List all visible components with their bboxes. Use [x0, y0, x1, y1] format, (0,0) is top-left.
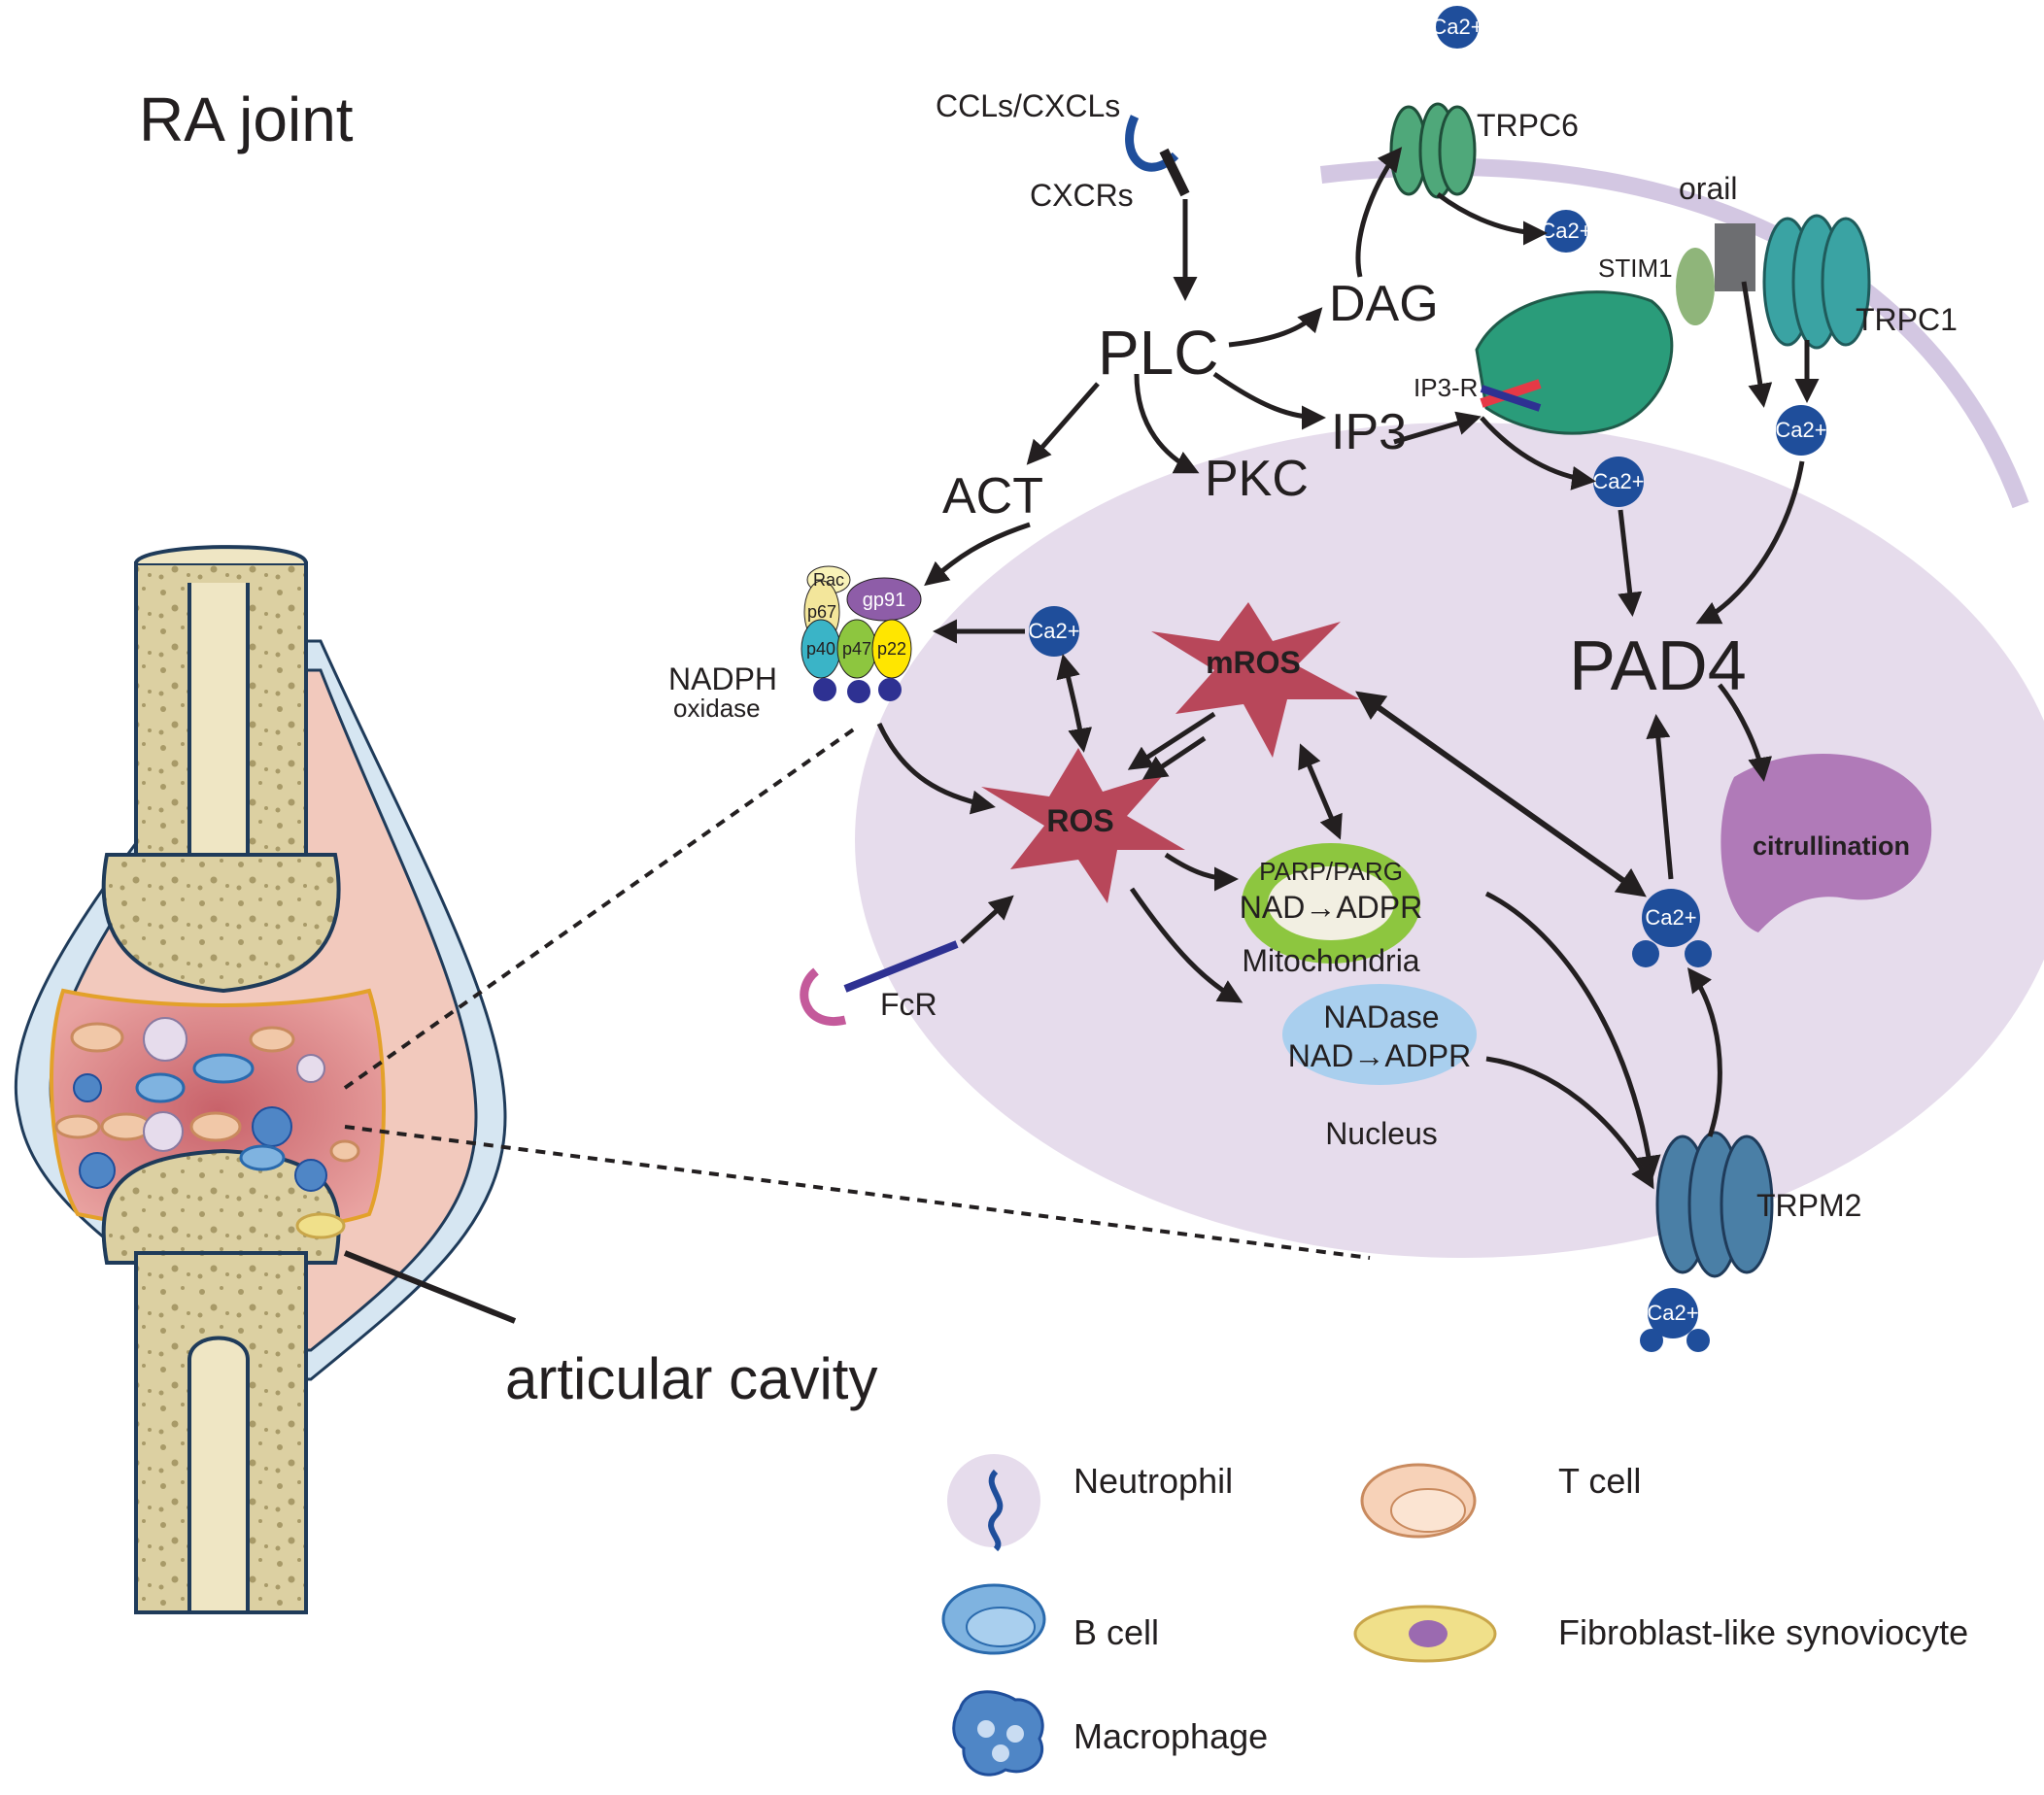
legend-item-t-cell: T cell — [1360, 1461, 1641, 1539]
p67-label: p67 — [807, 602, 836, 622]
stim1-label: STIM1 — [1598, 254, 1673, 283]
trpm2-channel-icon — [1655, 1131, 1774, 1278]
plc-label: PLC — [1098, 318, 1219, 388]
nucleus-icon — [1282, 984, 1477, 1085]
neutrophil-nucleus-icon — [988, 1469, 1004, 1552]
stim1-icon — [1676, 248, 1715, 325]
p22-label: p22 — [877, 639, 906, 659]
gp91-label: gp91 — [863, 590, 906, 611]
rac-label: Rac — [813, 570, 844, 590]
legend: Neutrophil T cell B cell Fibroblast-like… — [941, 1454, 1968, 1777]
pkc-label: PKC — [1205, 451, 1309, 507]
svg-text:Ca2+: Ca2+ — [1592, 469, 1644, 493]
pad4-label: PAD4 — [1569, 627, 1747, 705]
svg-text:Ca2+: Ca2+ — [1431, 15, 1482, 39]
figure-title: RA joint — [139, 85, 354, 154]
nadph-label: NADPH — [668, 661, 777, 696]
nadase-label: NADase — [1323, 999, 1439, 1034]
legend-item-fibroblast: Fibroblast-like synoviocyte — [1353, 1605, 1968, 1663]
ip3r-label: IP3-R — [1414, 373, 1478, 402]
articular-cavity-label: articular cavity — [505, 1346, 877, 1411]
legend-item-b-cell: B cell — [941, 1583, 1159, 1655]
svg-text:Ca2+: Ca2+ — [1645, 905, 1696, 930]
nucleus-nad-adpr-label: NAD→ADPR — [1288, 1038, 1471, 1073]
orai-label: orail — [1679, 171, 1737, 206]
ip3r-icon — [1480, 379, 1542, 408]
legend-label-fibroblast: Fibroblast-like synoviocyte — [1558, 1612, 1968, 1652]
nadph-oxidase-complex-icon — [801, 565, 922, 703]
joint-illustration — [14, 545, 507, 1614]
svg-text:Ca2+: Ca2+ — [1647, 1301, 1698, 1325]
trpc6-channel-icon — [1389, 102, 1477, 199]
cavity-cells — [54, 1017, 360, 1239]
fcr-icon — [800, 967, 847, 1027]
legend-label-neutrophil: Neutrophil — [1073, 1461, 1233, 1501]
ip3-label: IP3 — [1331, 404, 1407, 460]
legend-item-macrophage: Macrophage — [952, 1690, 1268, 1777]
fcr-label: FcR — [880, 987, 937, 1022]
calcium-ions: Ca2+ Ca2+ Ca2+ Ca2+ Ca2+ Ca2+ Ca2+ — [1028, 6, 1827, 1352]
mito-nad-adpr-label: NAD→ADPR — [1240, 890, 1422, 925]
p40-label: p40 — [806, 639, 835, 659]
cxcr-receptor-stalk — [1159, 148, 1190, 197]
nucleus-label: Nucleus — [1325, 1116, 1438, 1151]
mros-label: mROS — [1206, 645, 1301, 680]
ros-icon — [981, 748, 1185, 903]
act-label: ACT — [942, 468, 1043, 525]
fibroblast-nucleus-icon — [1409, 1620, 1448, 1647]
mitochondria-label: Mitochondria — [1242, 943, 1419, 978]
trpc1-channel-icon — [1762, 214, 1871, 350]
ccls-label: CCLs/CXCLs — [936, 88, 1120, 123]
legend-label-b-cell: B cell — [1073, 1612, 1159, 1652]
endoplasmic-reticulum-icon — [1475, 290, 1674, 435]
citrullination-label: citrullination — [1753, 831, 1910, 861]
orai-channel-icon — [1715, 223, 1755, 291]
neutrophil-legend-icon — [947, 1454, 1040, 1547]
zoom-line-bottom — [344, 1125, 1371, 1260]
svg-text:Ca2+: Ca2+ — [1028, 619, 1079, 643]
svg-text:Ca2+: Ca2+ — [1540, 219, 1591, 243]
legend-label-macrophage: Macrophage — [1073, 1716, 1268, 1756]
svg-text:Ca2+: Ca2+ — [1775, 418, 1826, 442]
trpc1-label: TRPC1 — [1856, 302, 1958, 337]
parp-label: PARP/PARG — [1259, 857, 1403, 886]
citrullination-icon — [1720, 754, 1932, 932]
cxcrs-label: CXCRs — [1030, 178, 1134, 213]
legend-label-t-cell: T cell — [1558, 1461, 1641, 1501]
mros-icon — [1151, 602, 1360, 758]
b-cell-nucleus-icon — [966, 1607, 1036, 1647]
fcr-stalk — [843, 940, 959, 993]
macrophage-legend-icon — [952, 1690, 1044, 1777]
trpc6-label: TRPC6 — [1477, 108, 1579, 143]
ip3r-icon-cross — [1480, 385, 1542, 412]
trpm2-label: TRPM2 — [1756, 1188, 1861, 1223]
ros-label: ROS — [1046, 803, 1113, 838]
articular-cavity-pointer — [343, 1250, 517, 1324]
t-cell-nucleus-icon — [1390, 1488, 1466, 1533]
pathway-arrows — [876, 147, 1820, 1190]
oxidase-label: oxidase — [673, 694, 761, 723]
dag-label: DAG — [1329, 276, 1439, 332]
p47-label: p47 — [842, 639, 871, 659]
macrophage-vesicle — [977, 1720, 995, 1738]
macrophage-vesicle — [1006, 1725, 1024, 1743]
macrophage-vesicle — [992, 1744, 1009, 1762]
legend-item-neutrophil: Neutrophil — [947, 1454, 1233, 1552]
